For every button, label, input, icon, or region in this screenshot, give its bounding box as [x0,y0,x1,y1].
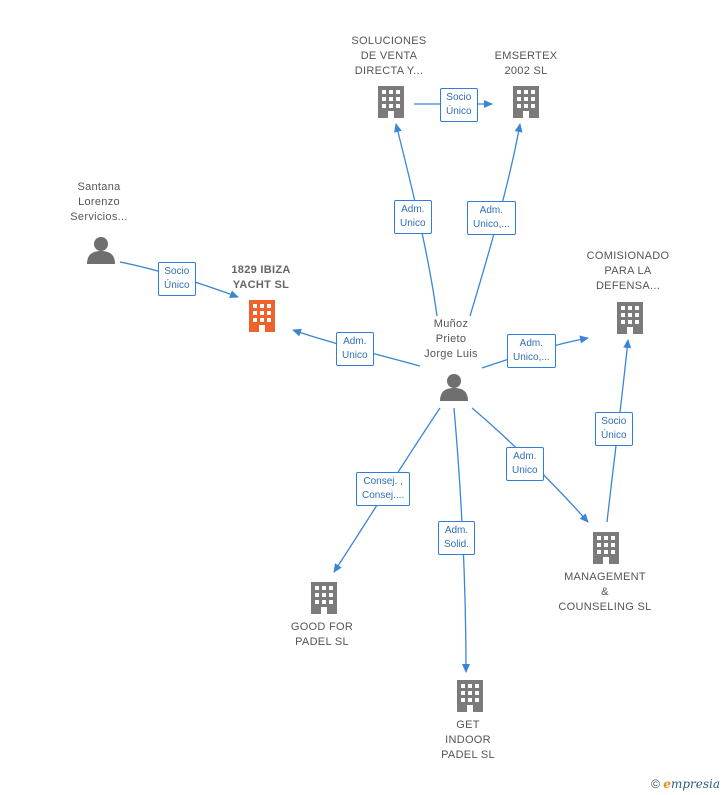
empresia-logo: empresia [663,777,720,791]
edge-label-adm-unico-more: Adm. Unico,... [507,334,556,368]
company-building-icon-emsertex[interactable] [513,86,539,118]
edge-label-socio-unico: Socio Único [158,262,196,296]
edge-label-adm-unico: Adm. Unico [336,332,374,366]
node-label-emsertex[interactable]: EMSERTEX 2002 SL [494,50,558,77]
company-building-icon-soluciones[interactable] [378,86,404,118]
edge-label-socio-unico: Socio Único [595,412,633,446]
node-label-comisionado[interactable]: COMISIONADO PARA LA DEFENSA... [586,250,670,292]
company-building-icon-getindoor[interactable] [457,680,483,712]
edge-label-adm-unico-more: Adm. Unico,... [467,201,516,235]
edge-label-adm-solid: Adm. Solid. [438,521,476,555]
node-label-ibiza[interactable]: 1829 IBIZA YACHT SL [231,264,291,291]
node-label-getindoor[interactable]: GET INDOOR PADEL SL [441,719,495,761]
footer-brand: © empresia [651,777,720,791]
copyright-icon: © [651,777,660,791]
node-label-santana[interactable]: Santana Lorenzo Servicios... [70,181,128,223]
company-building-icon-goodfor[interactable] [311,582,337,614]
node-label-management[interactable]: MANAGEMENT & COUNSELING SL [558,571,652,613]
company-building-icon-management[interactable] [593,532,619,564]
edge-label-consejero: Consej. , Consej.... [356,472,411,506]
person-icon-santana[interactable] [87,237,115,264]
edge-label-adm-unico: Adm. Unico [506,447,544,481]
edge-label-adm-unico: Adm. Unico [394,200,432,234]
person-icon-munoz[interactable] [440,374,468,401]
edge-label-socio-unico: Socio Único [440,88,478,122]
node-label-goodfor[interactable]: GOOD FOR PADEL SL [290,621,354,648]
company-building-icon-comisionado[interactable] [617,302,643,334]
node-label-munoz[interactable]: Muñoz Prieto Jorge Luis [424,318,478,360]
company-building-icon-ibiza[interactable] [249,300,275,332]
node-label-soluciones[interactable]: SOLUCIONES DE VENTA DIRECTA Y... [351,35,427,77]
